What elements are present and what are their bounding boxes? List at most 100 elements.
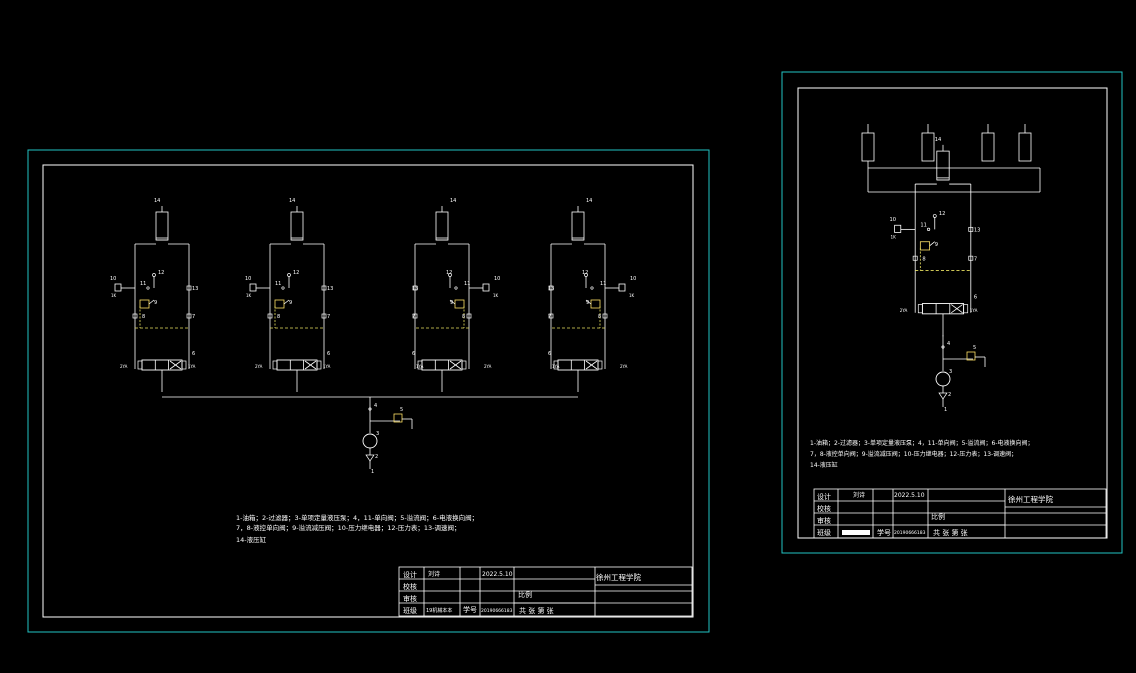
tb2-check-label: 校核 xyxy=(817,504,831,513)
reducing-valve-spring xyxy=(929,241,936,247)
label-reducing-valve: 9 xyxy=(450,300,453,306)
sheet1-circuit: 14 10 1K 11 12 13 9 8 7 6 2YA 1YA 14 10 1K 11 12 13 9 8 7 6 2Y… xyxy=(110,198,636,475)
tb2-school: 徐州工程学院 xyxy=(1008,494,1053,504)
filter-2 xyxy=(938,392,948,400)
label-check-8: 8 xyxy=(277,314,280,320)
tb-sheets: 共 张 第 张 xyxy=(519,606,554,615)
check-valve-8 xyxy=(602,313,608,319)
tb-review-label: 审核 xyxy=(403,594,417,603)
label-cylinder: 14 xyxy=(935,137,942,143)
port-13 xyxy=(186,285,192,291)
tb2-designer: 刘诗 xyxy=(853,491,865,499)
label-solenoid-a: 2YA xyxy=(120,364,128,369)
check-valve-11 xyxy=(454,286,458,290)
tb-class-value: 19机械本本 xyxy=(426,607,452,614)
pressure-relay xyxy=(894,224,902,233)
port-13 xyxy=(968,226,974,232)
reducing-valve-spring xyxy=(283,299,290,305)
label-valve-6: 6 xyxy=(974,294,977,300)
solenoid-left xyxy=(137,360,143,370)
label-filter-2: 2 xyxy=(375,454,378,460)
label-throttle-7: 7 xyxy=(974,256,977,262)
port-13 xyxy=(548,285,554,291)
legend-line-1: 1-油箱；2-过滤器；3-单项定量液压泵；4，11-单向阀；5-溢流阀；6-电液… xyxy=(236,513,478,522)
label-check-4: 4 xyxy=(374,403,377,409)
cylinder-body xyxy=(936,150,950,181)
pump-3 xyxy=(935,371,951,387)
port-13 xyxy=(321,285,327,291)
solenoid-right xyxy=(181,360,187,370)
cylinder-body xyxy=(290,211,304,241)
label-cylinder: 14 xyxy=(289,198,295,204)
filter-2 xyxy=(365,454,375,462)
label-solenoid-a: 2YA xyxy=(620,364,628,369)
label-check-8: 8 xyxy=(142,314,145,320)
label-reducing-valve: 9 xyxy=(586,300,589,306)
cylinder-body xyxy=(571,211,585,241)
label-check-8: 8 xyxy=(462,314,465,320)
pressure-relay xyxy=(618,283,626,292)
label-pressure-relay: 10 xyxy=(630,276,636,282)
solenoid-left xyxy=(917,304,923,314)
label-reducing-valve: 9 xyxy=(935,242,938,248)
sheet-outer-frame xyxy=(27,149,710,633)
label-port-13: 13 xyxy=(192,286,198,292)
label-gauge: 12 xyxy=(293,270,299,276)
label-relay-1k: 1K xyxy=(629,293,635,298)
cylinder-body xyxy=(435,211,449,241)
legend-line-2: 7，8-液控单向阀；9-溢流减压阀；10-压力继电器；12-压力表；13-调速阀… xyxy=(236,523,460,532)
label-reducing-valve: 9 xyxy=(289,300,292,306)
tb2-scale-label: 比例 xyxy=(931,512,945,521)
valve-cross xyxy=(449,360,462,370)
reducing-valve-9 xyxy=(919,241,931,251)
label-check-11: 11 xyxy=(140,281,146,287)
label-check-11: 11 xyxy=(600,281,606,287)
check-valve-11 xyxy=(926,227,931,231)
title-block-2 xyxy=(813,488,1107,539)
solenoid-right xyxy=(316,360,322,370)
label-filter-2: 2 xyxy=(948,392,951,398)
label-port-13: 13 xyxy=(548,286,554,292)
throttle-valve-7 xyxy=(968,255,974,261)
label-gauge: 12 xyxy=(582,270,588,276)
label-relay-1k: 1K xyxy=(493,293,499,298)
legend2-line-2: 7，8-液控单向阀；9-溢流减压阀；10-压力继电器；12-压力表；13-调速阀… xyxy=(810,450,1017,458)
label-solenoid-a: 2YA xyxy=(255,364,263,369)
label-valve-6: 6 xyxy=(327,351,330,357)
label-solenoid-a: 2YA xyxy=(484,364,492,369)
label-cylinder: 14 xyxy=(154,198,160,204)
tb2-id-label: 学号 xyxy=(877,528,891,537)
solenoid-right xyxy=(597,360,603,370)
tb2-class-label: 班级 xyxy=(817,528,831,537)
tb-check-label: 校核 xyxy=(403,582,417,591)
label-check-11: 11 xyxy=(464,281,470,287)
label-solenoid-b: 1YA xyxy=(188,364,196,369)
label-pressure-relay: 10 xyxy=(889,217,896,223)
reducing-valve-9 xyxy=(590,299,601,309)
tb2-date: 2022.5.10 xyxy=(894,492,925,499)
sheet2-cylinder-2 xyxy=(981,132,995,162)
valve-cross xyxy=(951,304,963,314)
pressure-gauge xyxy=(584,273,588,277)
label-throttle-7: 7 xyxy=(548,314,551,320)
label-pressure-relay: 10 xyxy=(245,276,251,282)
label-solenoid-a: 2YA xyxy=(900,308,908,313)
label-solenoid-b: 1YA xyxy=(970,308,978,313)
label-cylinder: 14 xyxy=(450,198,456,204)
pump-3 xyxy=(362,433,378,449)
relief-valve-5 xyxy=(966,351,976,361)
label-valve-6: 6 xyxy=(548,351,551,357)
sheet-inner-frame xyxy=(42,164,694,618)
pressure-gauge xyxy=(448,273,452,277)
check-valve-8 xyxy=(912,255,918,261)
label-throttle-7: 7 xyxy=(192,314,195,320)
legend-line-3: 14-液压缸 xyxy=(236,535,267,544)
label-port-13: 13 xyxy=(974,227,981,233)
label-tank-1: 1 xyxy=(944,407,947,413)
label-relay-1k: 1K xyxy=(111,293,117,298)
reducing-valve-spring xyxy=(585,299,592,305)
solenoid-right xyxy=(461,360,467,370)
label-check-8: 8 xyxy=(922,256,925,262)
